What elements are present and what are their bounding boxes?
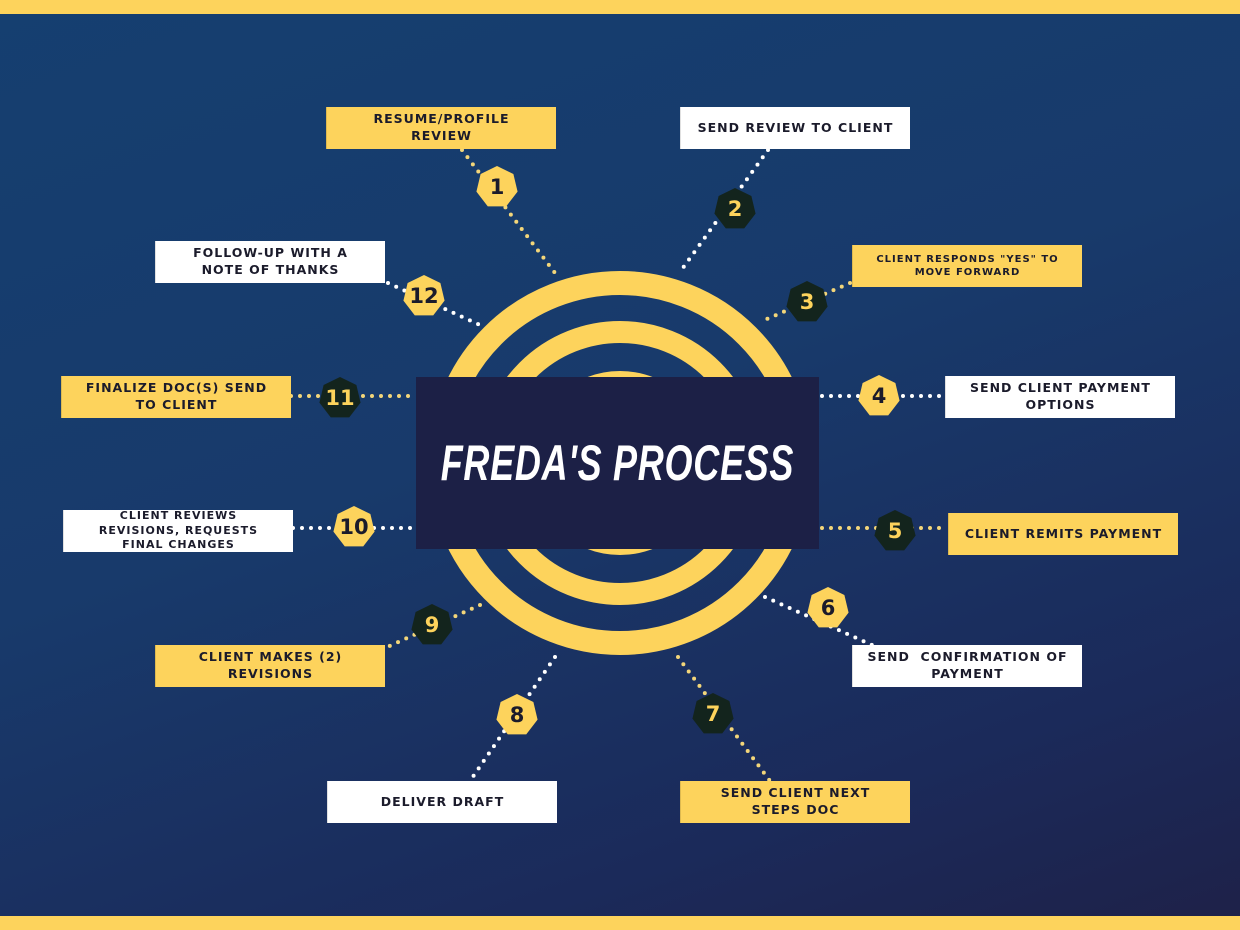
connector-12 [386, 281, 482, 327]
step-4-badge: 4 [858, 375, 900, 416]
step-7-badge: 7 [692, 693, 734, 734]
step-1-badge: 1 [476, 166, 518, 207]
step-1-box: RESUME/PROFILE REVIEW [326, 107, 556, 149]
step-9-box: CLIENT MAKES (2) REVISIONS [155, 645, 385, 687]
step-6-box: SEND CONFIRMATION OF PAYMENT [852, 645, 1082, 687]
step-11-badge: 11 [319, 377, 361, 418]
step-12-box: FOLLOW-UP WITH A NOTE OF THANKS [155, 241, 385, 283]
step-5-box: CLIENT REMITS PAYMENT [948, 513, 1178, 555]
step-2-box: SEND REVIEW TO CLIENT [680, 107, 910, 149]
top-accent-bar [0, 0, 1240, 14]
step-4-box: SEND CLIENT PAYMENT OPTIONS [945, 376, 1175, 418]
step-10-box: CLIENT REVIEWS REVISIONS, REQUESTS FINAL… [63, 509, 293, 552]
connector-2 [678, 148, 770, 274]
connector-6 [763, 595, 874, 647]
step-3-box: CLIENT RESPONDS "YES" TO MOVE FORWARD [852, 245, 1082, 287]
step-3-badge: 3 [786, 281, 828, 322]
step-9-badge: 9 [411, 604, 453, 645]
step-2-badge: 2 [714, 188, 756, 229]
diagram-title: FREDA'S PROCESS [440, 435, 795, 491]
connector-8 [468, 655, 557, 783]
step-11-box: FINALIZE DOC(S) SEND TO CLIENT [61, 376, 291, 418]
step-10-badge: 10 [333, 506, 375, 547]
step-8-box: DELIVER DRAFT [327, 781, 557, 823]
connector-7 [676, 655, 772, 783]
connector-3 [758, 281, 852, 324]
bottom-accent-bar [0, 916, 1240, 930]
step-6-badge: 6 [807, 587, 849, 628]
step-8-badge: 8 [496, 694, 538, 735]
title-panel: FREDA'S PROCESS [416, 377, 819, 549]
step-5-badge: 5 [874, 510, 916, 551]
step-12-badge: 12 [403, 275, 445, 316]
step-7-box: SEND CLIENT NEXT STEPS DOC [680, 781, 910, 823]
connector-1 [460, 148, 557, 275]
